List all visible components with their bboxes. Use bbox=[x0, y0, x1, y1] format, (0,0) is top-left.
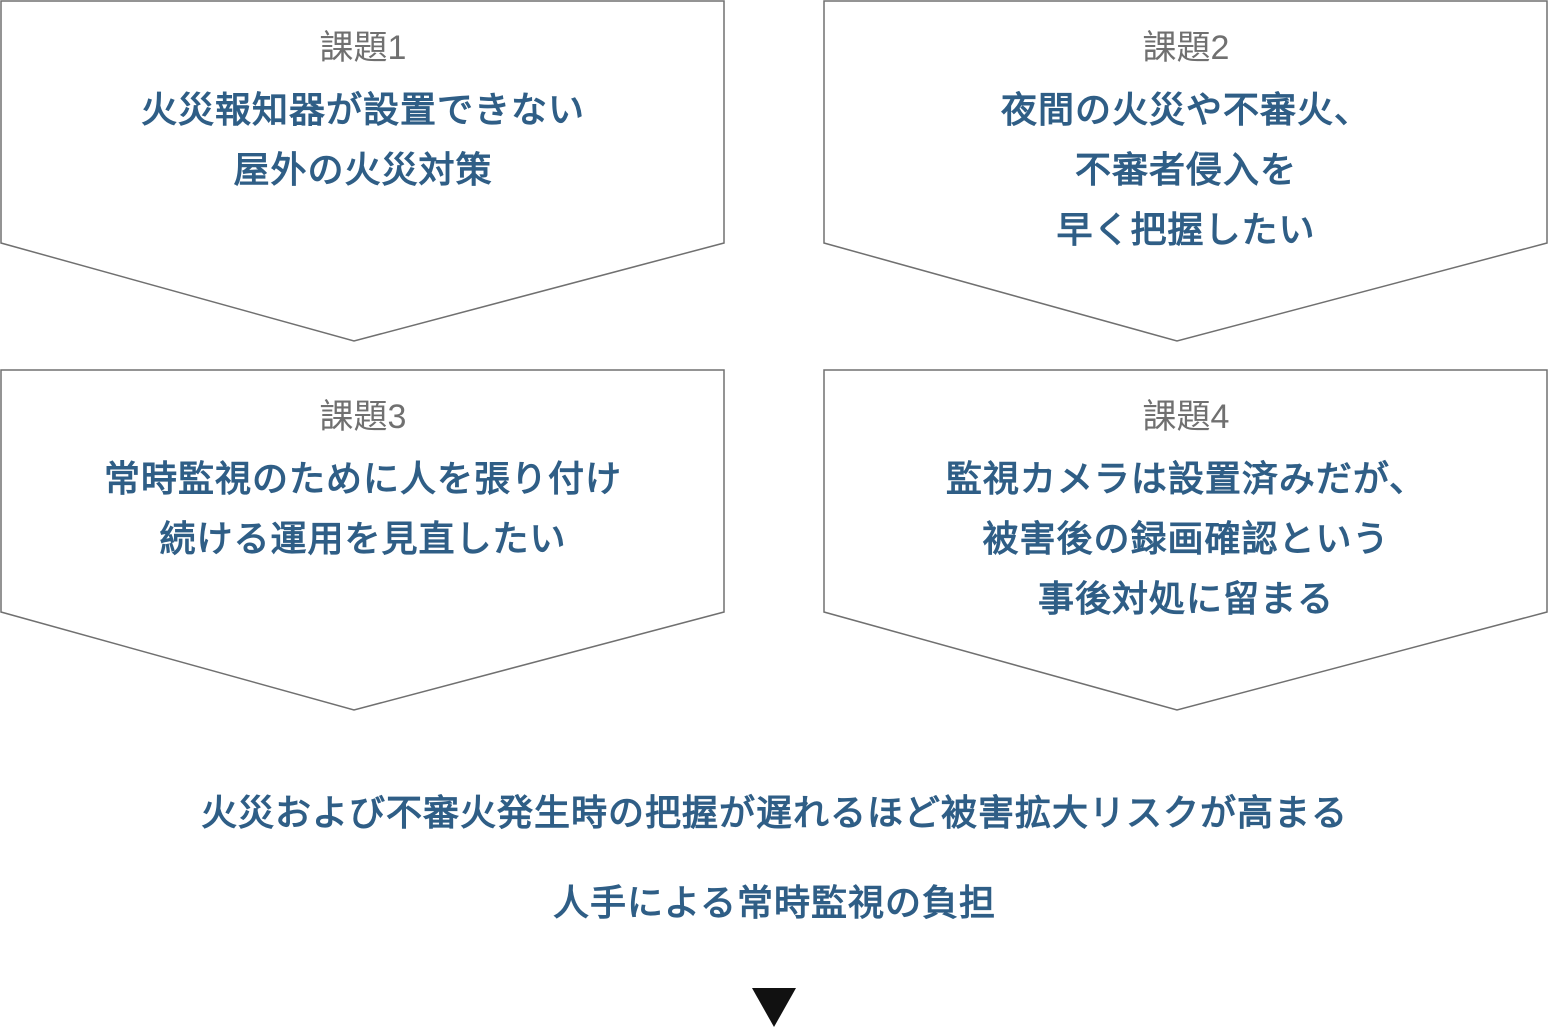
issue-label: 課題2 bbox=[1142, 29, 1230, 67]
issue-label: 課題3 bbox=[319, 398, 407, 436]
issue-3-box bbox=[0, 369, 725, 711]
issue-text: 監視カメラは設置済みだが、 被害後の録画確認という 事後対処に留まる bbox=[824, 449, 1548, 629]
issue-2-box bbox=[823, 0, 1548, 342]
issue-line: 被害後の録画確認という bbox=[982, 518, 1390, 559]
issue-text: 火災報知器が設置できない 屋外の火災対策 bbox=[1, 80, 725, 200]
issue-card-2: 課題2 夜間の火災や不審火、 不審者侵入を 早く把握したい bbox=[824, 28, 1548, 260]
issue-line: 火災報知器が設置できない bbox=[140, 89, 585, 130]
issue-1-box bbox=[0, 0, 725, 342]
issue-label: 課題1 bbox=[319, 29, 407, 67]
issue-line: 常時監視のために人を張り付け bbox=[103, 458, 622, 499]
issue-line: 事後対処に留まる bbox=[1037, 578, 1334, 619]
issue-text: 夜間の火災や不審火、 不審者侵入を 早く把握したい bbox=[824, 80, 1548, 260]
issue-4-box bbox=[823, 369, 1548, 711]
summary-burden: 人手による常時監視の負担 bbox=[553, 882, 996, 923]
issue-line: 屋外の火災対策 bbox=[233, 149, 493, 190]
summary-risk: 火災および不審火発生時の把握が遅れるほど被害拡大リスクが高まる bbox=[200, 792, 1348, 833]
down-triangle-icon bbox=[752, 988, 796, 1027]
issue-label: 課題4 bbox=[1142, 398, 1230, 436]
issue-line: 不審者侵入を bbox=[1074, 149, 1297, 190]
issue-card-1: 課題1 火災報知器が設置できない 屋外の火災対策 bbox=[1, 28, 725, 200]
issue-text: 常時監視のために人を張り付け 続ける運用を見直したい bbox=[1, 449, 725, 569]
issue-card-4: 課題4 監視カメラは設置済みだが、 被害後の録画確認という 事後対処に留まる bbox=[824, 397, 1548, 629]
issue-line: 早く把握したい bbox=[1056, 209, 1316, 250]
issue-line: 夜間の火災や不審火、 bbox=[1000, 89, 1371, 130]
issue-line: 続ける運用を見直したい bbox=[159, 518, 567, 559]
issue-card-3: 課題3 常時監視のために人を張り付け 続ける運用を見直したい bbox=[1, 397, 725, 569]
issue-line: 監視カメラは設置済みだが、 bbox=[945, 458, 1427, 499]
